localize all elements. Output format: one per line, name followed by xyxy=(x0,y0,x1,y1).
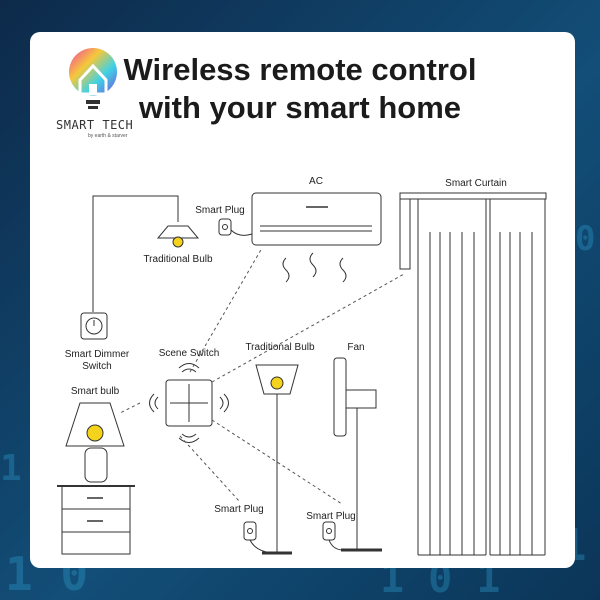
scene-switch-icon xyxy=(149,363,229,443)
label-smart-dimmer-switch-1: Smart Dimmer xyxy=(65,349,130,360)
label-smart-dimmer-switch-2: Switch xyxy=(82,361,111,372)
floor-lamp-icon xyxy=(255,364,299,555)
smart-plug-bottom-right-icon xyxy=(322,521,344,551)
wireless-links xyxy=(119,247,405,505)
smart-bulb-lamp-icon xyxy=(57,402,135,555)
label-smart-bulb: Smart bulb xyxy=(71,386,120,397)
fan-icon xyxy=(333,357,382,552)
smart-curtain-icon xyxy=(399,192,547,556)
logo-name: SMART TECH xyxy=(56,118,134,132)
label-ac: AC xyxy=(309,176,323,187)
label-fan: Fan xyxy=(347,342,364,353)
label-smart-plug-top: Smart Plug xyxy=(195,205,244,216)
smart-tech-logo xyxy=(69,48,117,109)
content-card xyxy=(30,32,575,568)
label-smart-curtain: Smart Curtain xyxy=(445,178,507,189)
label-smart-plug-bottom-right: Smart Plug xyxy=(306,511,355,522)
label-scene-switch: Scene Switch xyxy=(159,348,220,359)
dimmer-switch-icon xyxy=(80,312,108,340)
smart-plug-ac-icon xyxy=(218,218,253,236)
label-traditional-bulb-ceiling: Traditional Bulb xyxy=(143,254,213,265)
logo-tagline: by earth & starver xyxy=(88,133,128,139)
title-line-1: Wireless remote control xyxy=(123,52,477,87)
title-line-2: with your smart home xyxy=(138,90,462,125)
label-traditional-bulb-lamp: Traditional Bulb xyxy=(245,342,315,353)
ac-unit-icon xyxy=(251,192,382,283)
ceiling-bulb-icon xyxy=(92,195,200,312)
smart-plug-bottom-left-icon xyxy=(243,521,275,554)
label-smart-plug-bottom-left: Smart Plug xyxy=(214,504,263,515)
